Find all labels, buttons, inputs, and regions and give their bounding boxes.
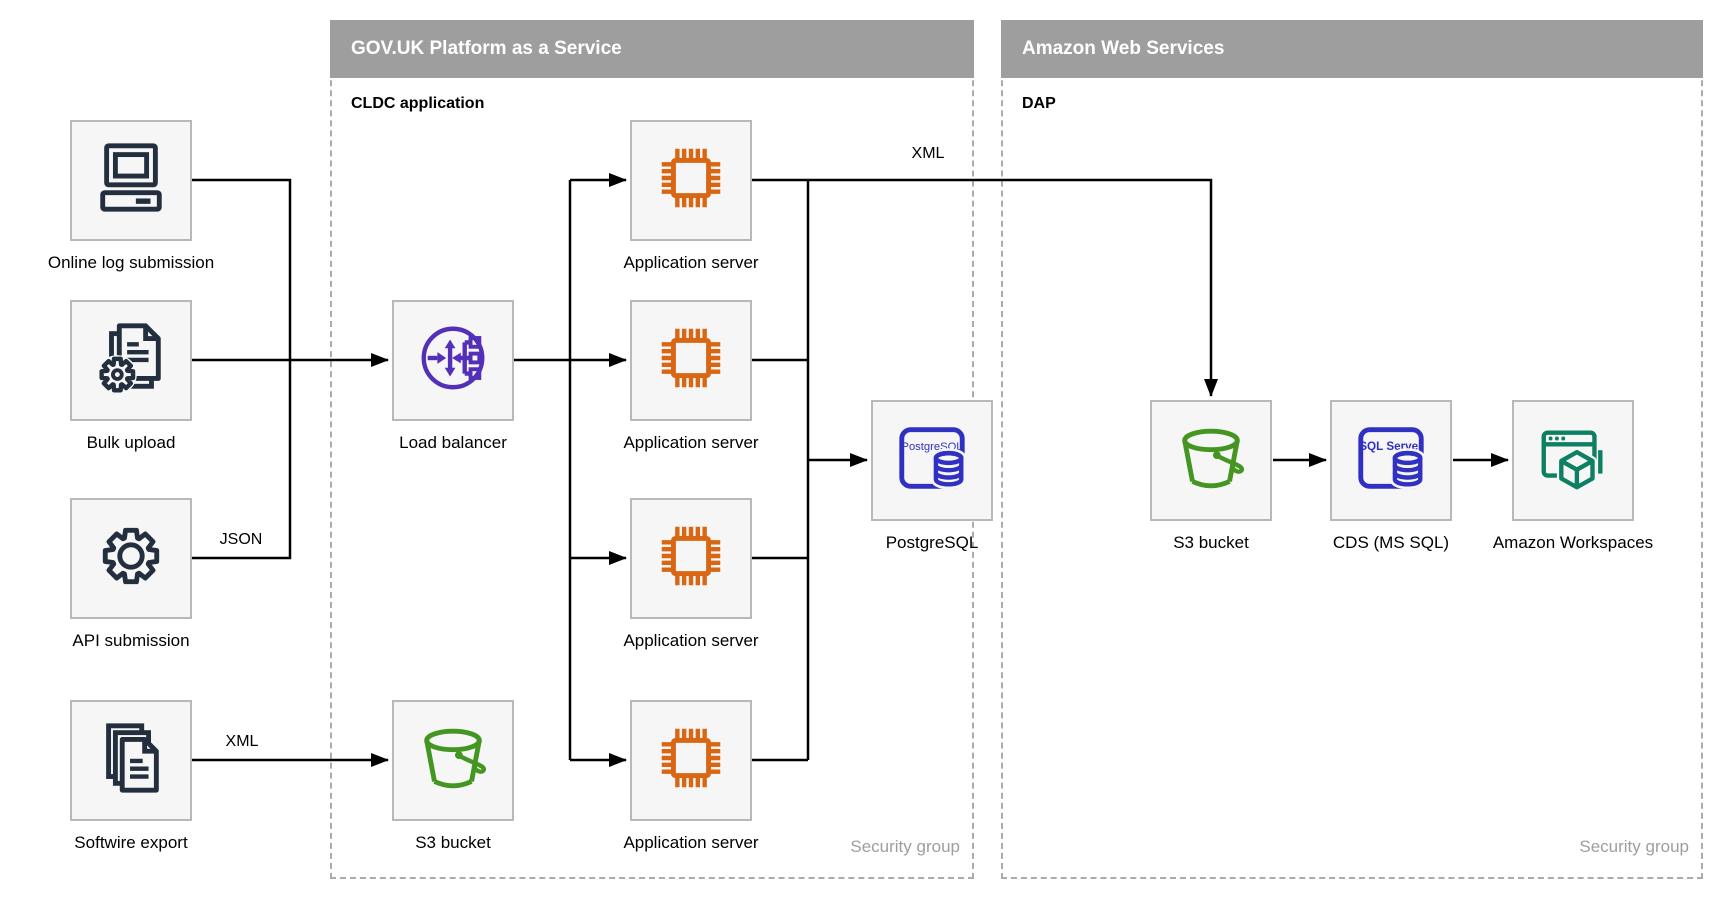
govuk-paas-container: GOV.UK Platform as a Service CLDC applic…	[330, 20, 974, 879]
connector-line	[752, 178, 1218, 397]
node-s3-bucket-aws	[1150, 400, 1272, 521]
dap-label: DAP	[1022, 95, 1056, 112]
cldc-application-label: CLDC application	[351, 95, 485, 112]
node-label-postgresql: PostgreSQL	[885, 533, 979, 552]
security-group-label-govuk: Security group	[850, 837, 960, 856]
node-label-online-log-submission: Online log submission	[47, 253, 215, 272]
node-app-server-1	[630, 120, 752, 241]
node-label-app-server-3: Application server	[623, 631, 759, 650]
node-app-server-3	[630, 498, 752, 619]
gear-icon	[92, 517, 170, 600]
security-group-label-aws: Security group	[1579, 837, 1689, 856]
node-label-api-submission: API submission	[72, 631, 190, 650]
node-label-app-server-2: Application server	[623, 433, 759, 452]
edge-label-xml-softwire: XML	[225, 733, 259, 750]
node-softwire-export	[70, 700, 192, 821]
node-label-amazon-workspaces: Amazon Workspaces	[1492, 533, 1654, 552]
aws-container: Amazon Web Services DAP Security group	[1001, 20, 1703, 879]
node-api-submission	[70, 498, 192, 619]
node-label-softwire-export: Softwire export	[74, 833, 188, 852]
node-bulk-upload	[70, 300, 192, 421]
node-s3-bucket-paas	[392, 700, 514, 821]
aws-header: Amazon Web Services	[1001, 20, 1703, 78]
node-label-load-balancer: Load balancer	[399, 433, 507, 452]
document-gear-icon	[92, 319, 170, 402]
node-label-bulk-upload: Bulk upload	[86, 433, 176, 452]
node-label-cds-mssql: CDS (MS SQL)	[1332, 533, 1450, 552]
chip-icon	[652, 517, 730, 600]
node-postgresql: PostgreSQL	[871, 400, 993, 521]
connector-line	[192, 360, 292, 560]
node-label-s3-bucket-paas: S3 bucket	[415, 833, 491, 852]
documents-stack-icon	[92, 719, 170, 802]
node-app-server-2	[630, 300, 752, 421]
node-app-server-4	[630, 700, 752, 821]
bucket-icon	[414, 719, 492, 802]
node-label-app-server-1: Application server	[623, 253, 759, 272]
postgresql-icon: PostgreSQL	[893, 419, 971, 502]
chip-icon	[652, 319, 730, 402]
edge-label-json: JSON	[219, 531, 263, 548]
node-cds-mssql: SQL Server	[1330, 400, 1452, 521]
sql-server-icon: SQL Server	[1352, 419, 1430, 502]
load-balancer-icon	[414, 319, 492, 402]
node-label-app-server-4: Application server	[623, 833, 759, 852]
node-online-log-submission	[70, 120, 192, 241]
aws-title: Amazon Web Services	[1022, 38, 1225, 59]
chip-icon	[652, 719, 730, 802]
computer-icon	[92, 139, 170, 222]
bucket-icon	[1172, 419, 1250, 502]
chip-icon	[652, 139, 730, 222]
node-amazon-workspaces	[1512, 400, 1634, 521]
node-load-balancer	[392, 300, 514, 421]
workspaces-icon	[1534, 419, 1612, 502]
govuk-paas-header: GOV.UK Platform as a Service	[330, 20, 974, 78]
govuk-paas-title: GOV.UK Platform as a Service	[351, 38, 622, 59]
connector-line	[192, 178, 292, 360]
edge-label-xml-appserver: XML	[911, 145, 945, 162]
node-label-s3-bucket-aws: S3 bucket	[1173, 533, 1249, 552]
